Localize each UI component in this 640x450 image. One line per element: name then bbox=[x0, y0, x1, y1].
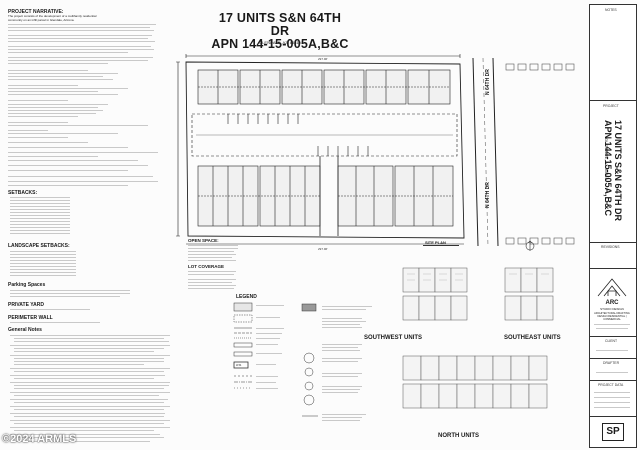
site-plan-underline bbox=[423, 245, 459, 246]
legend-graphic: W.M. bbox=[233, 302, 318, 417]
project-label: PROJECT bbox=[603, 104, 619, 108]
general-notes-title: General Notes bbox=[8, 327, 42, 333]
svg-text:W.M.: W.M. bbox=[236, 363, 242, 367]
units-floorplans bbox=[402, 267, 554, 409]
project-narrative-title: PROJECT NARRATIVE: bbox=[8, 9, 64, 15]
site-plan-drawing: 297.96' 297.96' bbox=[176, 54, 575, 251]
client-value bbox=[596, 350, 628, 351]
drafter-box bbox=[589, 358, 637, 382]
revisions-box bbox=[589, 242, 637, 270]
svg-text:297.96': 297.96' bbox=[318, 247, 328, 251]
notes-label: NOTES bbox=[605, 8, 617, 12]
drawing-title-line2: APN 144-15-005A,B&C bbox=[211, 37, 349, 51]
notes-box bbox=[589, 4, 637, 102]
sheet-number-box bbox=[589, 416, 637, 448]
setbacks-title: SETBACKS: bbox=[8, 190, 38, 196]
revisions-label: REVISIONS bbox=[601, 245, 620, 249]
southeast-units-label: SOUTHEAST UNITS bbox=[504, 335, 561, 341]
svg-text:297.96': 297.96' bbox=[318, 57, 328, 61]
street-label-north: N 64TH DR bbox=[485, 69, 491, 95]
firm-logo-icon bbox=[597, 278, 627, 297]
drawing-city: GLENDALE, AZ. 85310 bbox=[259, 40, 301, 45]
client-label: CLIENT bbox=[605, 339, 618, 343]
firm-subtitle: STUDIO DESIGN bbox=[600, 307, 624, 311]
project-data-label: PROJECT DATA bbox=[598, 383, 624, 387]
lot-coverage-title: LOT COVERAGE bbox=[188, 264, 225, 269]
project-box bbox=[589, 100, 637, 244]
private-yard-note bbox=[10, 309, 90, 310]
site-plan-label: SITE PLAN bbox=[425, 240, 446, 245]
firm-description: ARCHITECTURAL DRAFTING DESIGN RESIDENTIA… bbox=[594, 312, 630, 321]
armls-watermark: ©2024 ARMLS bbox=[2, 433, 77, 445]
street-label-south: N 64TH DR bbox=[485, 182, 491, 208]
drawing-title: 17 UNITS S&N 64TH DR APN 144-15-005A,B&C bbox=[210, 12, 350, 51]
drawing-title-line1: 17 UNITS S&N 64TH DR bbox=[218, 11, 342, 38]
southwest-units-label: SOUTHWEST UNITS bbox=[364, 335, 422, 341]
sheet-number: SP bbox=[602, 423, 624, 441]
drafter-label: DRAFTER bbox=[603, 361, 620, 365]
parking-spaces-title: Parking Spaces bbox=[8, 282, 46, 288]
perimeter-wall-title: PERIMETER WALL bbox=[8, 315, 53, 321]
firm-name: ARC bbox=[605, 300, 619, 306]
north-units-label: NORTH UNITS bbox=[438, 433, 479, 439]
open-space-title: OPEN SPACE: bbox=[188, 238, 219, 243]
title-block-city: GLENDALE, AZ. 85310 bbox=[604, 138, 609, 180]
private-yard-title: PRIVATE YARD bbox=[8, 302, 44, 308]
client-box bbox=[589, 336, 637, 360]
perimeter-wall-note bbox=[10, 322, 100, 323]
landscape-setbacks-title: LANDSCAPE SETBACKS: bbox=[8, 243, 70, 249]
drafter-value bbox=[596, 372, 628, 373]
narrative-text: The project consists of the development … bbox=[8, 14, 97, 22]
legend-title: LEGEND bbox=[236, 294, 257, 300]
project-data-box bbox=[589, 380, 637, 418]
